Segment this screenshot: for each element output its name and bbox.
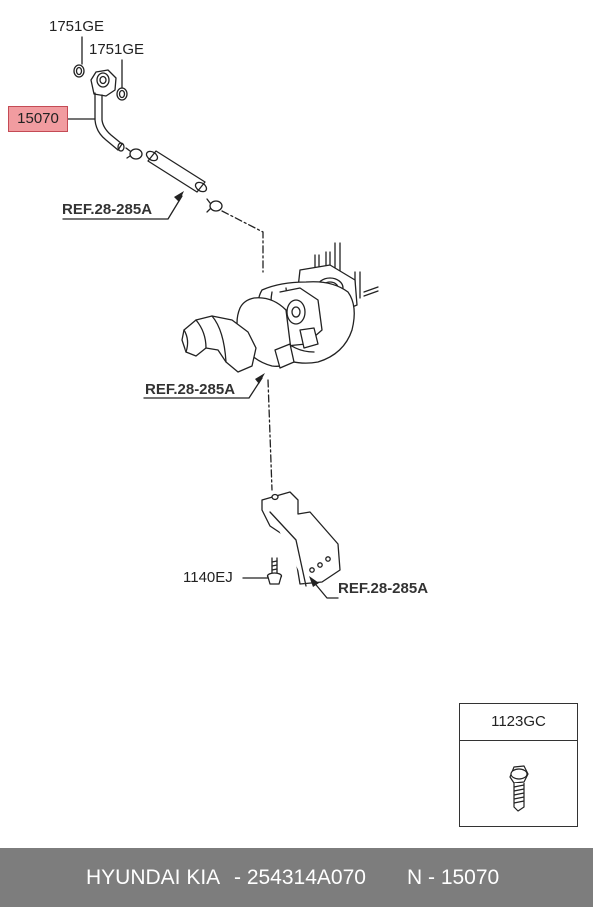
alignment-line-lower: [267, 379, 273, 491]
rubber-hose: [145, 150, 208, 193]
alignment-line-upper: [221, 210, 264, 273]
turbocharger: [181, 242, 379, 373]
bolt-icon: [509, 765, 529, 812]
ref-label-hose[interactable]: REF.28-285A: [62, 201, 153, 218]
inset-part-box: 1123GC: [459, 703, 578, 827]
oil-pipe: [94, 92, 125, 152]
ref-label-bracket[interactable]: REF.28-285A: [338, 580, 429, 597]
footer-brand: HYUNDAI KIA: [86, 866, 221, 889]
ref-label-turbo[interactable]: REF.28-285A: [145, 381, 236, 398]
mounting-bracket: [261, 491, 341, 587]
oring-right: [116, 87, 128, 101]
label-oring-right: 1751GE: [89, 41, 145, 58]
ref-arrows: [62, 195, 339, 599]
label-pipe-highlighted[interactable]: 15070: [8, 106, 68, 132]
hose-clamp-lower: [206, 198, 223, 213]
hose-clamp-upper: [125, 147, 143, 160]
banjo-fitting: [90, 69, 117, 97]
bolt-1140ej: [266, 557, 283, 585]
footer-ref: N - 15070: [407, 866, 500, 889]
label-bolt: 1140EJ: [183, 569, 233, 586]
label-oring-top: 1751GE: [49, 18, 105, 35]
oring-left: [73, 64, 85, 78]
footer-bar: HYUNDAI KIA - 254314A070 N - 15070: [0, 848, 593, 907]
inset-part-number: 1123GC: [460, 704, 577, 741]
footer-part-code: - 254314A070: [234, 866, 366, 889]
parts-diagram: [62, 36, 379, 599]
